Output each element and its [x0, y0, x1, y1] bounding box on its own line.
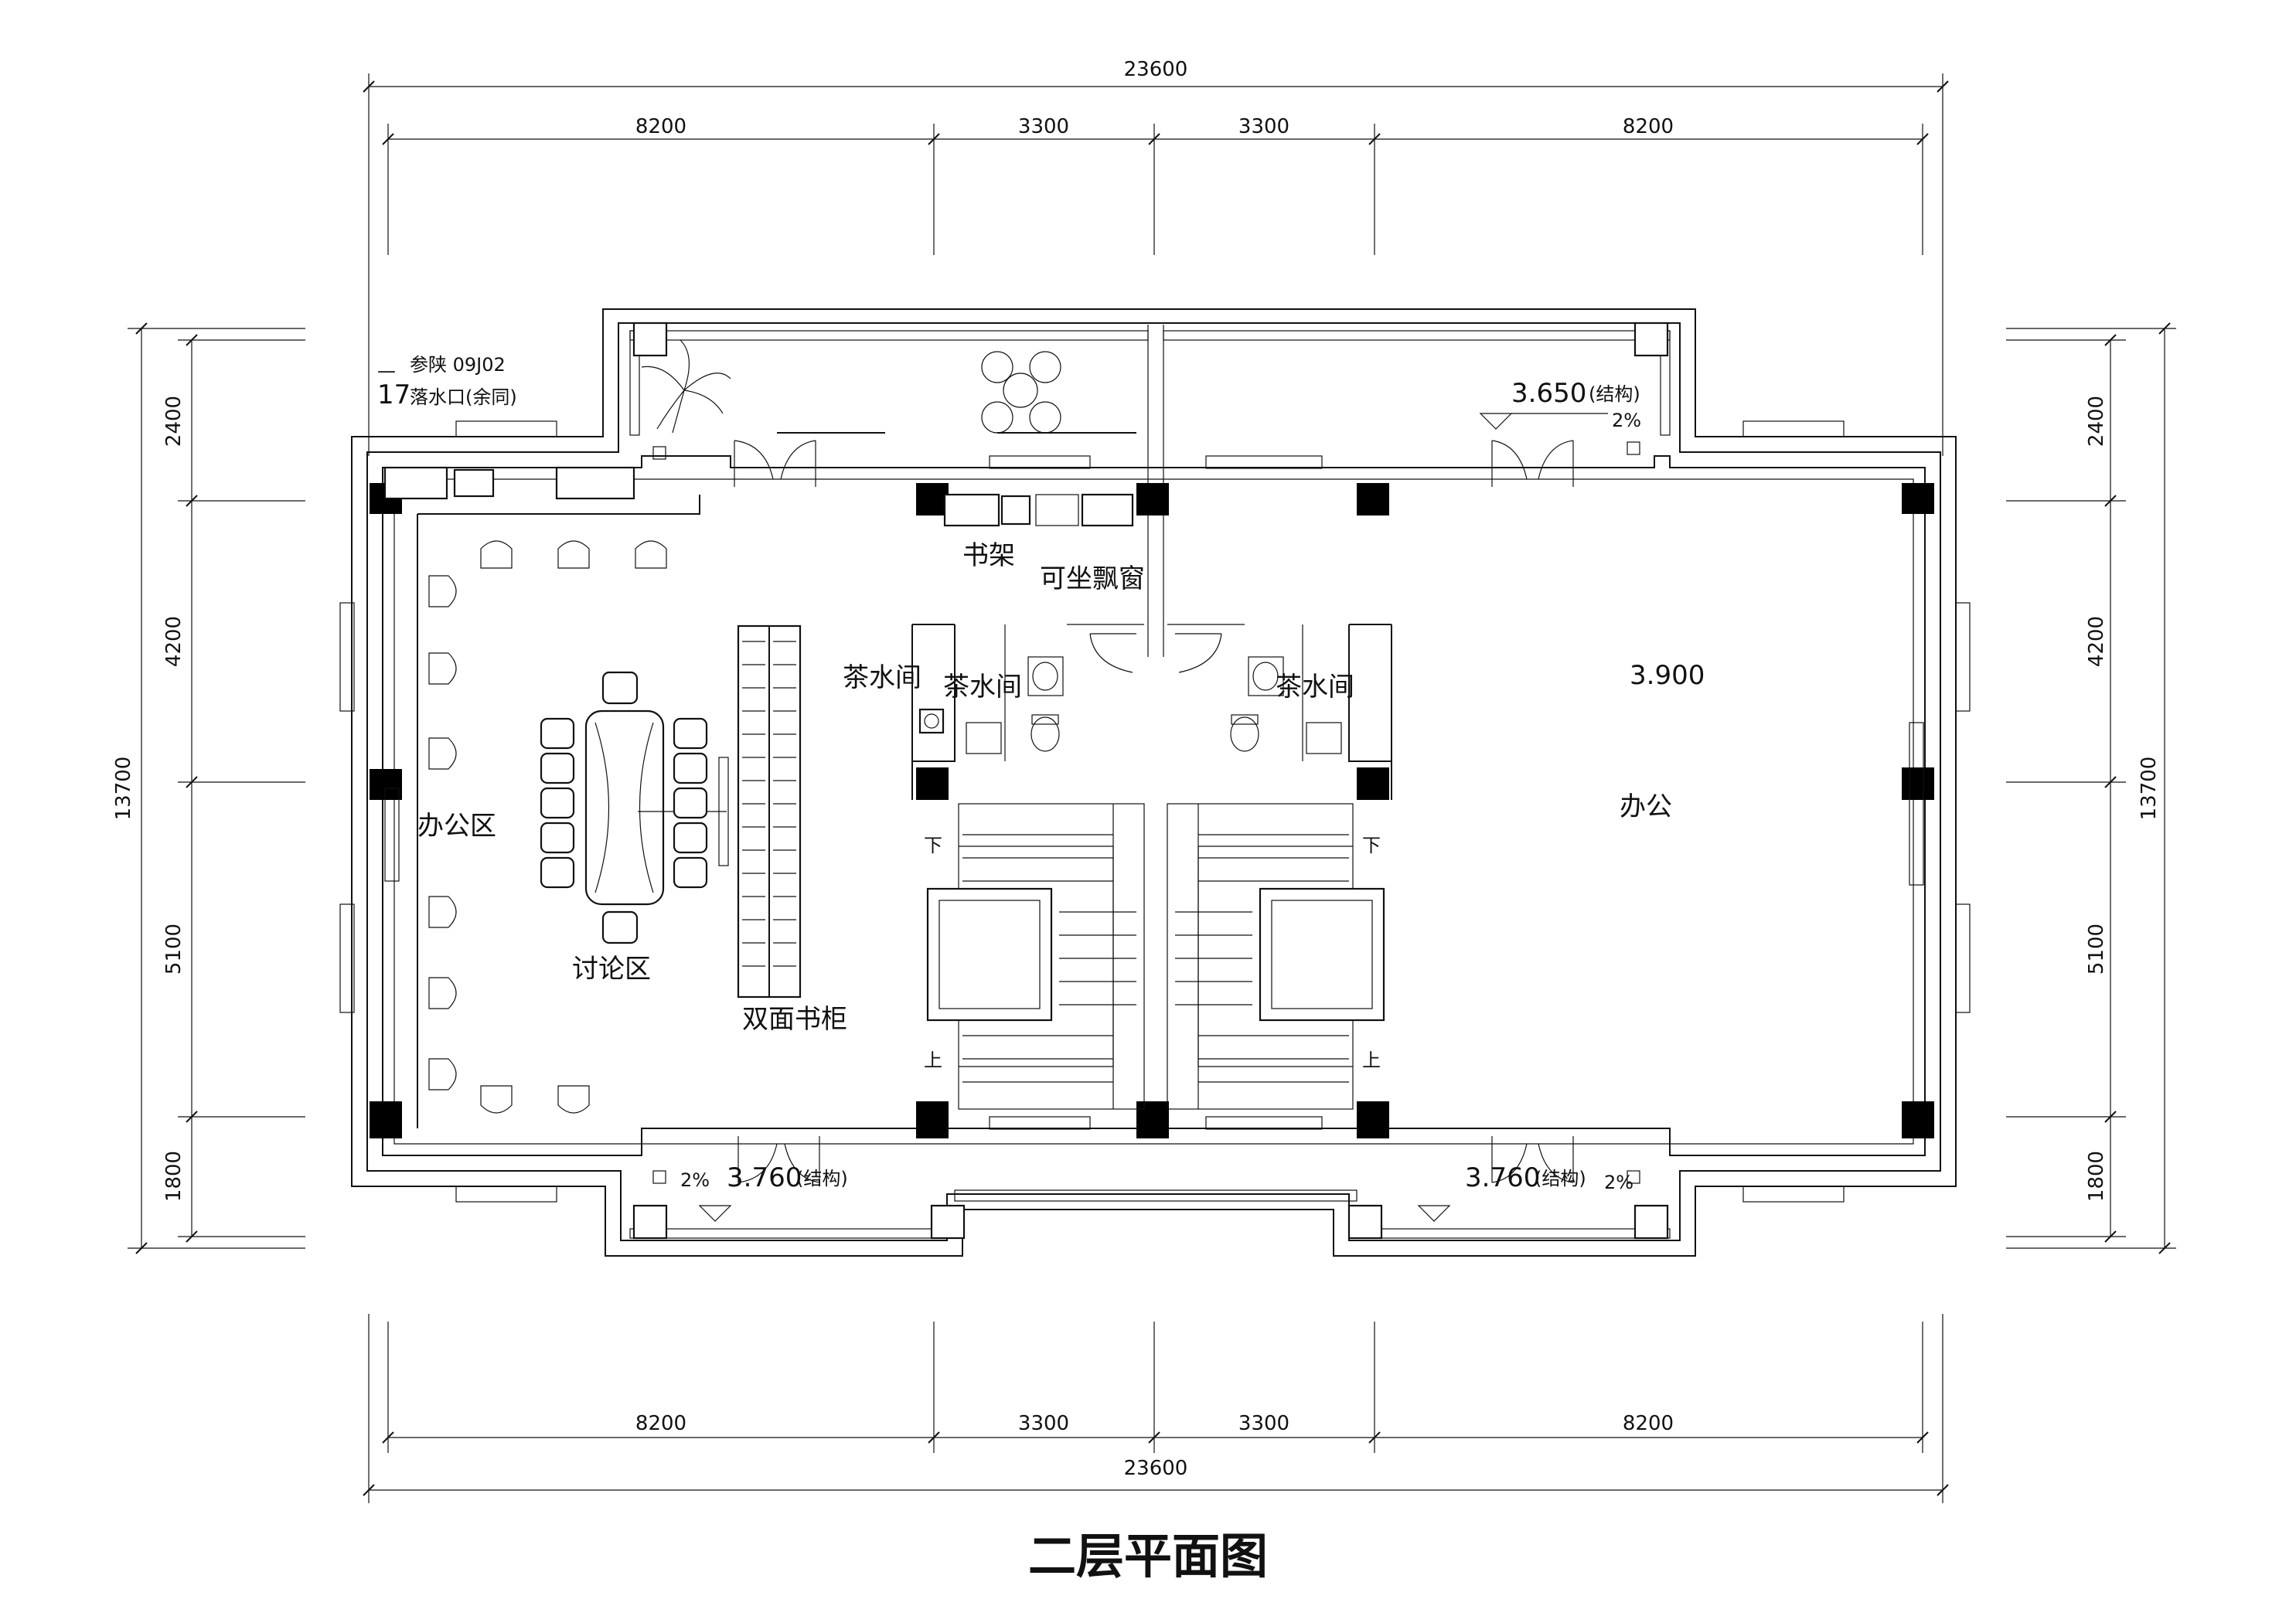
top-dimension-lines: [363, 73, 1949, 456]
label-tea-room-right: 茶水间: [1276, 672, 1354, 703]
top-bay-4-dimension: 8200: [1623, 115, 1674, 138]
balcony-doors: [734, 440, 1574, 1183]
top-overall-dimension: 23600: [1124, 58, 1188, 81]
top-bay-2-dimension: 3300: [1018, 115, 1069, 138]
bookshelves-top: [383, 466, 1134, 527]
note-description: 落水口(余同): [410, 386, 517, 408]
bottom-bay-1-dimension: 8200: [635, 1412, 686, 1435]
label-double-bookcase: 双面书柜: [742, 1004, 847, 1035]
palm-plant: [641, 339, 731, 434]
drain-markers: [652, 441, 1640, 1184]
left-overall-dimension: 13700: [112, 757, 135, 821]
bottom-bay-3-dimension: 3300: [1238, 1412, 1289, 1435]
slope-bottom-right: 2%: [1604, 1172, 1633, 1193]
interior-partitions: [417, 495, 1392, 1128]
note-reference: 参陕 09J02: [410, 354, 506, 376]
structural-columns: [370, 483, 1934, 1138]
stairs-right: [1167, 803, 1385, 1110]
slope-top: 2%: [1612, 410, 1641, 431]
left-row-1-dimension: 2400: [162, 396, 186, 447]
slope-bottom-left: 2%: [680, 1169, 710, 1191]
label-bookshelf: 书架: [962, 540, 1015, 571]
level-balcony-top-note: (结构): [1589, 383, 1640, 405]
stair-down-right: 下: [1362, 835, 1381, 856]
stair-down-left: 下: [924, 835, 942, 856]
bottom-dimension-lines: [363, 1314, 1949, 1503]
top-bay-1-dimension: 8200: [635, 115, 686, 138]
bottom-bay-2-dimension: 3300: [1018, 1412, 1069, 1435]
side-windows: [339, 420, 1971, 1203]
stair-up-right: 上: [1362, 1050, 1381, 1071]
stair-up-left: 上: [924, 1050, 942, 1071]
label-tea-room-left-outer: 茶水间: [843, 662, 921, 693]
label-bay-window-seat: 可坐飘窗: [1040, 563, 1145, 594]
note-dash: —: [377, 360, 396, 382]
bottom-bay-4-dimension: 8200: [1623, 1412, 1674, 1435]
drawing-title: 二层平面图: [1028, 1528, 1268, 1584]
left-row-3-dimension: 5100: [162, 924, 186, 975]
left-row-2-dimension: 4200: [162, 616, 186, 667]
bottom-overall-dimension: 23600: [1124, 1457, 1188, 1480]
level-balcony-top: 3.650: [1511, 378, 1586, 409]
double-bookcase: [737, 624, 802, 999]
level-balcony-bottom-left-note: (结构): [796, 1168, 848, 1189]
left-dimension-lines: [128, 322, 305, 1254]
bottom-balcony: [629, 1189, 1671, 1239]
top-bay-3-dimension: 3300: [1238, 115, 1289, 138]
right-row-1-dimension: 2400: [2085, 396, 2108, 447]
label-office-area: 办公区: [417, 811, 496, 842]
level-floor: 3.900: [1630, 660, 1705, 691]
right-row-4-dimension: 1800: [2085, 1151, 2108, 1202]
outdoor-table-set: [981, 351, 1061, 434]
label-tea-room-left-inner: 茶水间: [943, 672, 1022, 703]
label-office-right: 办公: [1620, 791, 1672, 822]
left-row-4-dimension: 1800: [162, 1151, 186, 1202]
note-number: 17: [377, 379, 410, 410]
right-row-2-dimension: 4200: [2085, 616, 2108, 667]
level-markers: [698, 413, 1608, 1222]
right-dimension-lines: [2006, 322, 2176, 1254]
conference-table: [540, 671, 729, 944]
level-balcony-bottom-right: 3.760: [1465, 1162, 1540, 1193]
label-discussion-area: 讨论区: [572, 954, 651, 985]
right-row-3-dimension: 5100: [2085, 924, 2108, 975]
stairs-left: [926, 803, 1145, 1110]
office-seats: [428, 540, 667, 1114]
level-balcony-bottom-right-note: (结构): [1535, 1168, 1586, 1189]
level-balcony-bottom-left: 3.760: [727, 1162, 802, 1193]
right-overall-dimension: 13700: [2138, 757, 2161, 821]
sanitary-fixtures: [918, 633, 1342, 754]
corner-pilasters: [632, 322, 1669, 1240]
exterior-walls: [351, 308, 1957, 1257]
